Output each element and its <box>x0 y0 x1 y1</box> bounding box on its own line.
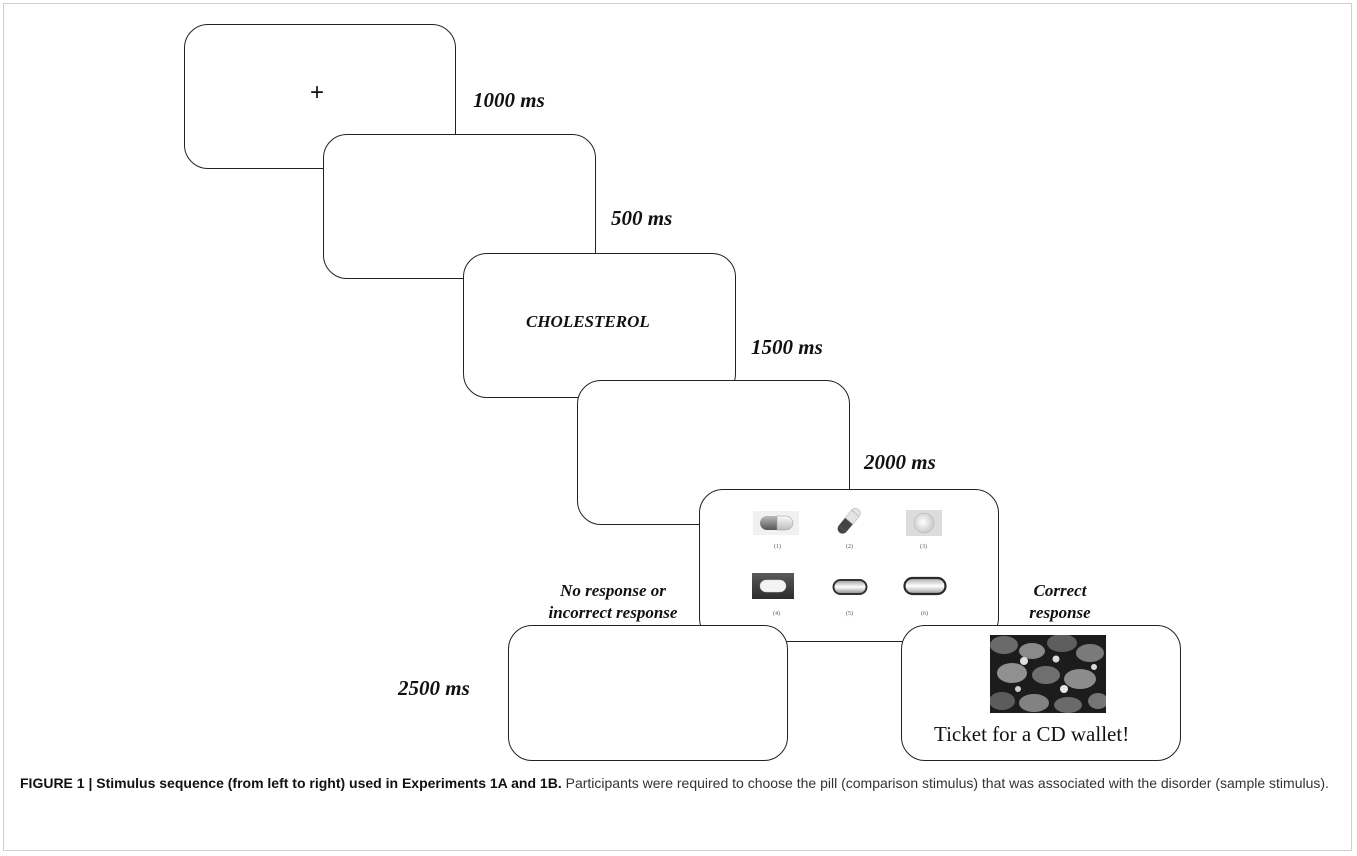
pill-icon-5 <box>832 579 868 595</box>
caption-text: Participants were required to choose the… <box>565 775 1329 791</box>
pill-icon-6 <box>903 576 947 596</box>
caption-label: FIGURE 1 | Stimulus sequence (from left … <box>20 775 562 791</box>
correct-line-1: Correct <box>1033 581 1087 600</box>
reward-text: Ticket for a CD wallet! <box>934 722 1130 746</box>
timing-blank-1: 500 ms <box>611 206 673 230</box>
pill-label-4: (4) <box>773 611 780 617</box>
comparison-screen: (1) (2) (3) (4) (5) <box>699 489 999 642</box>
correct-feedback-screen: Ticket for a CD wallet! <box>901 625 1181 761</box>
incorrect-line-2: incorrect response <box>548 603 678 622</box>
timing-fixation: 1000 ms <box>473 88 545 112</box>
sample-word: CHOLESTEROL <box>526 312 650 331</box>
sample-stimulus-screen: CHOLESTEROL <box>463 253 736 398</box>
correct-response-label: Correct response <box>1010 580 1110 624</box>
incorrect-response-label: No response or incorrect response <box>528 580 698 624</box>
fixation-cross: + <box>310 79 325 106</box>
pill-label-2: (2) <box>846 544 853 550</box>
pill-icon-4 <box>752 573 794 599</box>
timing-blank-2: 2000 ms <box>864 450 936 474</box>
pill-label-5: (5) <box>846 611 853 617</box>
pill-label-3: (3) <box>920 544 927 550</box>
pill-label-6: (6) <box>921 611 928 617</box>
pill-label-1: (1) <box>774 544 781 550</box>
reward-image <box>990 635 1106 713</box>
timing-feedback: 2500 ms <box>398 676 470 700</box>
incorrect-line-1: No response or <box>560 581 666 600</box>
figure-frame <box>3 3 1352 851</box>
timing-sample: 1500 ms <box>751 335 823 359</box>
correct-line-2: response <box>1029 603 1091 622</box>
pill-icon-1 <box>753 511 799 535</box>
figure-caption: FIGURE 1 | Stimulus sequence (from left … <box>20 773 1330 793</box>
incorrect-feedback-screen <box>508 625 788 761</box>
pill-icon-3 <box>906 510 942 536</box>
pill-icon-2 <box>837 508 861 534</box>
